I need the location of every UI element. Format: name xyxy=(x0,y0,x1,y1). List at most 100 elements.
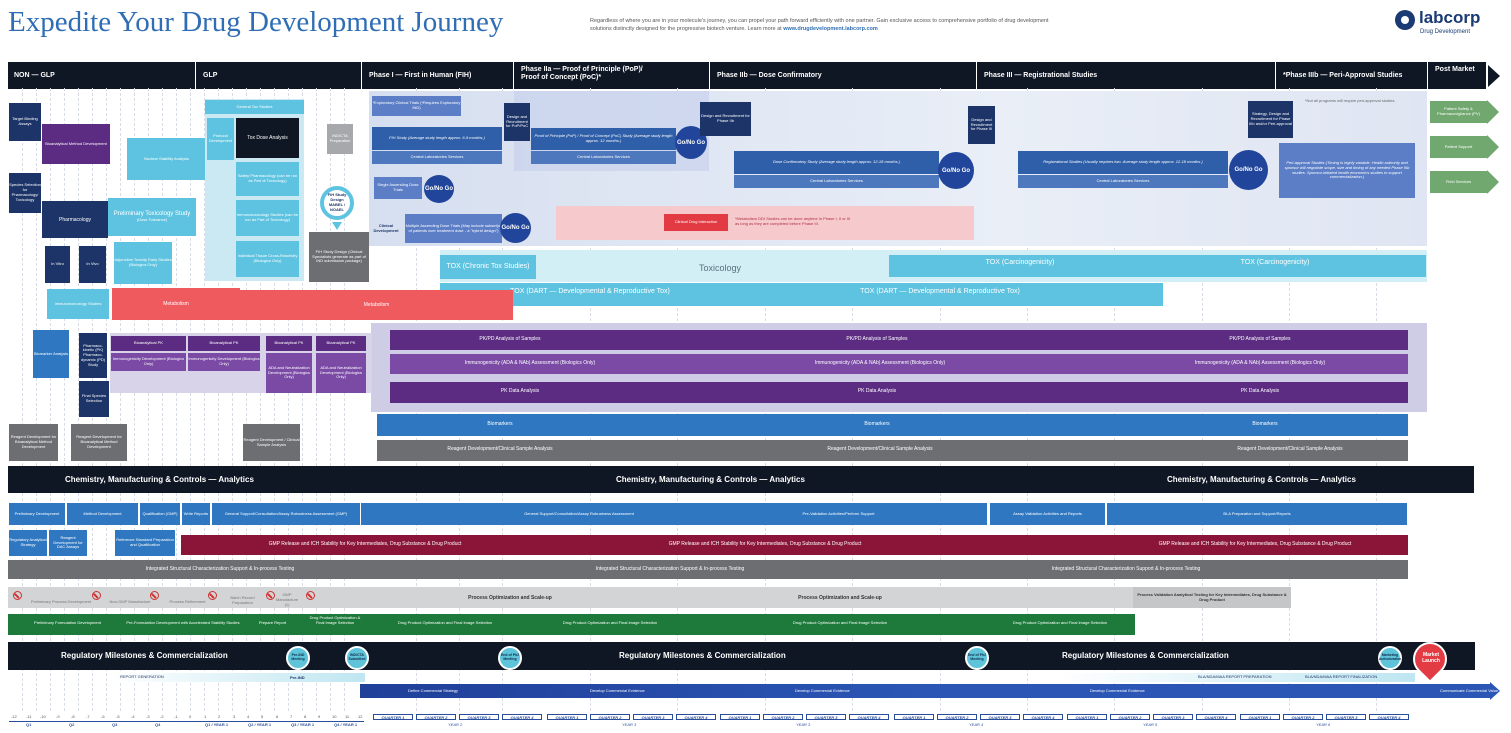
prevalidation-box[interactable]: Pre-Validation Activities/Perform Suppor… xyxy=(690,503,987,525)
design-2b-box[interactable]: Design and Recruitment for Phase IIb xyxy=(700,102,751,136)
structural-label-1[interactable]: Integrated Structural Characterization S… xyxy=(145,566,295,572)
reagent-dev-box-2[interactable]: Reagent Development for Bioanalytical Me… xyxy=(71,424,127,461)
preformulation-label[interactable]: Pre-Formulation Development with Acceler… xyxy=(126,620,240,625)
prelim-dev-box[interactable]: Preliminary Development xyxy=(9,503,65,525)
reg-studies-box[interactable]: Registrational Studies (Usually requires… xyxy=(1018,151,1228,174)
tox-dart-label-1[interactable]: TOX (DART — Developmental & Reproductive… xyxy=(510,288,670,295)
immunotox-box-nonglp[interactable]: Immunotoxicology Studies xyxy=(47,289,109,319)
qualification-box[interactable]: Qualification (GMP) xyxy=(140,503,180,525)
central-labs-box-1[interactable]: Central Laboratories Services xyxy=(372,151,502,164)
go-no-go-4[interactable]: Go/No Go xyxy=(938,152,974,189)
strategy-3b-box[interactable]: Strategy, Design and Recruitment for Pha… xyxy=(1248,101,1293,138)
develop-evidence-label-3[interactable]: Develop Commercial Evidence xyxy=(1090,688,1145,693)
develop-evidence-label-2[interactable]: Develop Commercial Evidence xyxy=(795,688,850,693)
general-support-box[interactable]: General Support/Consultation/Assay Robus… xyxy=(361,503,797,525)
phase-glp[interactable]: GLP xyxy=(203,72,218,79)
prepare-report-label[interactable]: Prepare Report xyxy=(258,620,287,625)
prelim-process-label[interactable]: Preliminary Process Development xyxy=(30,599,92,604)
adjunctive-tox-box[interactable]: Adjunctive Toxicity Early Studies (Biolo… xyxy=(114,242,172,284)
phase-3b[interactable]: *Phase IIIb — Peri-Approval Studies xyxy=(1283,72,1403,79)
pkpd-samples-label-1[interactable]: PK/PD Analysis of Samples xyxy=(479,336,541,342)
immuno-assess-label-3[interactable]: Immunogenicity (ADA & NAb) Assessment (B… xyxy=(1194,360,1326,366)
process-refine-label[interactable]: Process Refinement xyxy=(169,599,206,604)
biomarker-analysis-box[interactable]: Biomarker Analysis xyxy=(33,330,69,378)
communicate-value-label[interactable]: Communicate Commercial Value xyxy=(1440,688,1499,693)
ada-dev-2[interactable]: ADA and Neutralization Development (Biol… xyxy=(316,353,366,393)
biomarkers-label-2[interactable]: Biomarkers xyxy=(864,421,890,427)
gmp-release-label-3[interactable]: GMP Release and ICH Stability for Key In… xyxy=(1158,541,1352,547)
develop-evidence-label-1[interactable]: Develop Commercial Evidence xyxy=(590,688,645,693)
tox-carcino-label-1[interactable]: TOX (Carcinogenicity) xyxy=(985,259,1055,266)
bioanalytical-pk-4[interactable]: Bioanalytical PK xyxy=(316,336,366,351)
multiple-ascending-box[interactable]: Multiple Ascending Dose Trials (May incl… xyxy=(405,214,502,243)
prelim-formulation-label[interactable]: Preliminary Formulation Development xyxy=(34,620,101,625)
peri-approval-box[interactable]: Peri-approval Studies (Timing is highly … xyxy=(1279,143,1415,198)
pop-study-box[interactable]: Proof of Principle (PoP) / Proof of Conc… xyxy=(531,128,676,150)
structural-label-3[interactable]: Integrated Structural Characterization S… xyxy=(1051,566,1201,572)
bioanalytical-pk-2[interactable]: Bioanalytical PK xyxy=(188,336,260,351)
immuno-dev-2[interactable]: Immunogenicity Development (Biologics On… xyxy=(188,353,260,371)
milestone-pre-ind[interactable]: Pre-IND Meeting xyxy=(286,646,310,670)
reagent-csa-label-3[interactable]: Reagent Development/Clinical Sample Anal… xyxy=(1237,446,1343,452)
milestone-ind-submitted[interactable]: IND/CTA Submitted xyxy=(345,646,369,670)
process-val-box[interactable]: Process Validation Analytical Testing fo… xyxy=(1133,587,1291,608)
phase-nonglp[interactable]: NON — GLP xyxy=(14,72,55,79)
species-selection-box[interactable]: Species Selection for Pharmacology/ Toxi… xyxy=(9,173,41,213)
safety-pharm-box[interactable]: Safety Pharmacology (can be run as Part … xyxy=(236,162,299,196)
gmp-manufacture-label[interactable]: GMP Manufacture (1) xyxy=(275,592,299,607)
tox-dose-box[interactable]: Tox Dose Analysis xyxy=(236,118,299,158)
reagent-csa-label-2[interactable]: Reagent Development/Clinical Sample Anal… xyxy=(827,446,933,452)
general-support-gmp-box[interactable]: General Support/Consultation/Assay Robus… xyxy=(212,503,360,525)
reagent-elisa-box[interactable]: Reagent Development for DAC Assays xyxy=(49,530,87,556)
batch-record-label[interactable]: Batch Record Preparation xyxy=(230,595,255,605)
clinical-ddi-box[interactable]: Clinical Drug Interaction xyxy=(664,214,728,231)
tox-chronic-bar[interactable]: TOX (Chronic Tox Studies) xyxy=(440,255,536,279)
intro-link[interactable]: www.drugdevelopment.labcorp.com xyxy=(783,26,878,33)
go-no-go-2[interactable]: Go/No Go xyxy=(500,213,531,243)
dp-opt-label-1[interactable]: Drug Product Optimization and Final Imag… xyxy=(397,620,493,625)
reagent-glp-box[interactable]: Reagent Development / Clinical Sample An… xyxy=(243,424,300,461)
tox-carcino-label-2[interactable]: TOX (Carcinogenicity) xyxy=(1240,259,1310,266)
fih-design-box[interactable]: FIH Study Design (Clinical Specialists g… xyxy=(309,232,369,282)
pk-data-label-3[interactable]: PK Data Analysis xyxy=(1240,388,1280,394)
dp-opt-small-label[interactable]: Drug Product Optimization & Final Image … xyxy=(309,615,361,625)
design-3-box[interactable]: Design and Recruitment for Phase III xyxy=(968,106,995,144)
phase-2b[interactable]: Phase IIb — Dose Confirmatory xyxy=(717,72,822,79)
milestone-marketing-auth[interactable]: Marketing Authorization xyxy=(1378,646,1402,670)
gmp-release-label-1[interactable]: GMP Release and ICH Stability for Key In… xyxy=(268,541,462,547)
single-ascending-box[interactable]: Single Ascending Dose Trials xyxy=(374,177,422,199)
metabolism-bar[interactable]: Metabolism xyxy=(240,290,513,320)
dose-confirm-box[interactable]: Dose Confirmatory Study (Average study l… xyxy=(734,151,939,174)
target-binding-box[interactable]: Target Binding Assays xyxy=(9,103,41,141)
in-vivo-box[interactable]: In Vivo xyxy=(79,246,106,283)
final-species-box[interactable]: Final Species Selection xyxy=(79,381,109,417)
dp-opt-label-3[interactable]: Drug Product Optimization and Final Imag… xyxy=(792,620,888,625)
bioanalytical-pk-1[interactable]: Bioanalytical PK xyxy=(111,336,186,351)
design-pop-box[interactable]: Design and Recruitment for PoP/PoC xyxy=(504,103,530,141)
go-no-go-5[interactable]: Go/No Go xyxy=(1229,150,1268,190)
fih-design-badge[interactable]: FIH Study Design MABEL / NOAEL xyxy=(320,186,354,220)
dp-opt-label-2[interactable]: Drug Product Optimization and Final Imag… xyxy=(562,620,658,625)
pkpd-samples-label-2[interactable]: PK/PD Analysis of Samples xyxy=(846,336,908,342)
central-labs-box-4[interactable]: Central Laboratories Services xyxy=(1018,175,1228,188)
protocol-dev-box[interactable]: Protocol Development xyxy=(207,118,234,160)
method-dev-box[interactable]: Method Development xyxy=(67,503,138,525)
process-opt-label-2[interactable]: Process Optimization and Scale-up xyxy=(798,595,882,601)
tox-dart-label-2[interactable]: TOX (DART — Developmental & Reproductive… xyxy=(860,288,1020,295)
non-gmp-label[interactable]: Non-GMP Manufacture xyxy=(109,599,151,604)
reagent-csa-label-1[interactable]: Reagent Development/Clinical Sample Anal… xyxy=(447,446,553,452)
pkpd-samples-label-3[interactable]: PK/PD Analysis of Samples xyxy=(1229,336,1291,342)
central-labs-box-3[interactable]: Central Laboratories Services xyxy=(734,175,939,188)
immuno-assess-label-2[interactable]: Immunogenicity (ADA & NAb) Assessment (B… xyxy=(814,360,946,366)
metabolism-bar-early[interactable]: Metabolism xyxy=(112,288,240,320)
phase-3[interactable]: Phase III — Registrational Studies xyxy=(984,72,1098,79)
define-strategy-label[interactable]: Define Commercial Strategy xyxy=(408,688,459,693)
postmarket-field-box[interactable]: Field Services xyxy=(1430,171,1487,193)
immuno-dev-1[interactable]: Immunogenicity Development (Biologics On… xyxy=(111,353,186,371)
phase-1[interactable]: Phase I — First in Human (FIH) xyxy=(369,72,472,79)
gmp-release-label-2[interactable]: GMP Release and ICH Stability for Key In… xyxy=(668,541,862,547)
general-tox-header[interactable]: General Tox Studies xyxy=(205,100,304,114)
assay-validation-box[interactable]: Assay Validation Activities and Reports xyxy=(990,503,1105,525)
nuclear-stability-box[interactable]: Nuclear Stability Analysis xyxy=(127,138,206,180)
preliminary-tox-box[interactable]: Preliminary Toxicology Study (Dose Toler… xyxy=(108,198,196,236)
